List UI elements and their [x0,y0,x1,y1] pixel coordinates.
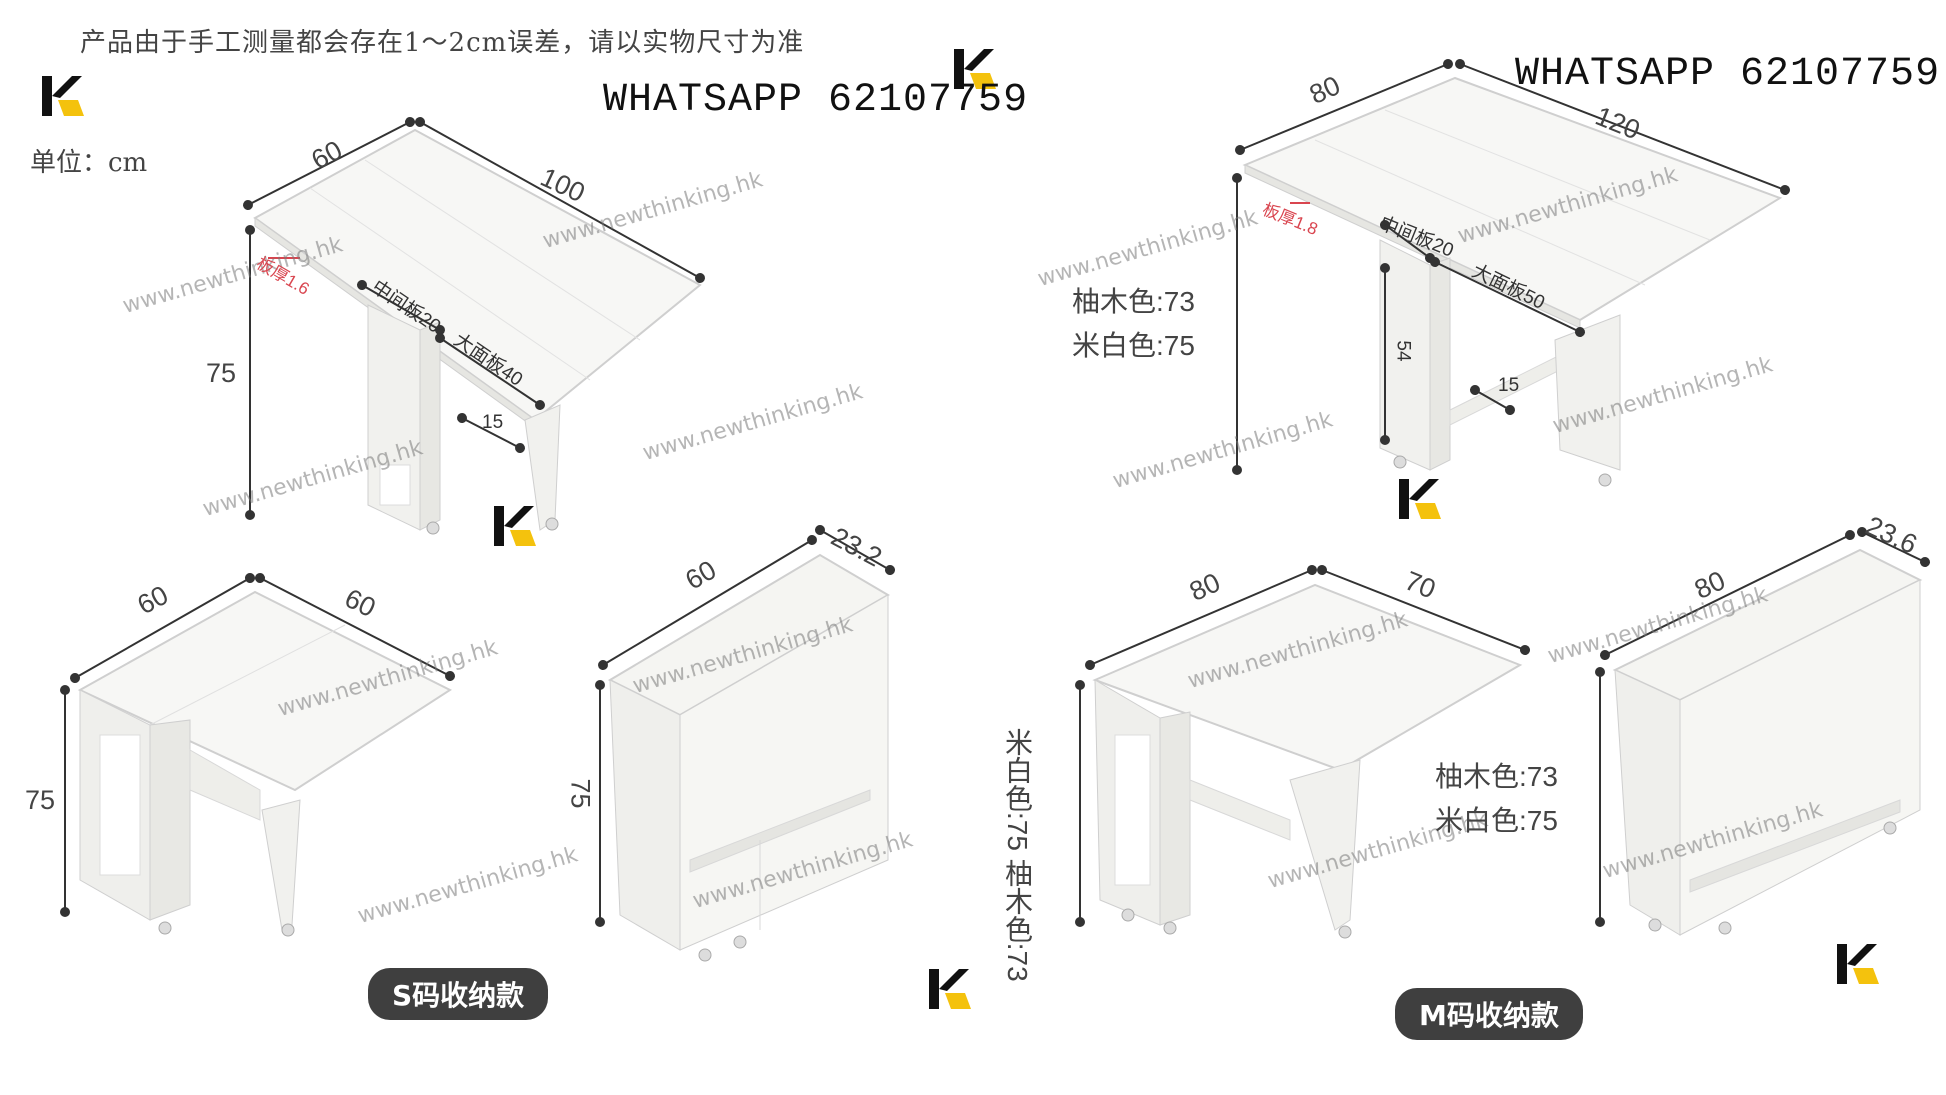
m-half-dimension-lines [1075,565,1530,927]
k-brand-logo-icon [42,76,84,116]
s-half-dimension-lines [60,573,455,917]
m-top-cabinet-height: 54 [1392,340,1414,362]
m-folded-height-teak: 柚木色:73 [1435,761,1558,792]
m-half-height-colors: 米白色:75 柚木色:73 [1000,728,1034,982]
m-top-height-colors: 柚木色:73 米白色:75 [1072,280,1195,368]
m-folded-table [1612,548,1923,936]
k-brand-logo-icon [494,506,536,546]
m-folded-height-white: 米白色:75 [1435,805,1558,836]
unit-label: 单位：cm [30,148,148,178]
m-size-badge: M码收纳款 [1395,988,1583,1040]
k-brand-logo-icon [954,49,996,89]
whatsapp-contact: WHATSAPP 62107759 [603,78,1029,123]
m-folded-dimension-lines [1595,527,1930,927]
m-expanded-dimension-lines [1232,59,1790,475]
s-expanded-dimension-lines [243,117,705,520]
s-folded-height: 75 [565,778,596,809]
s-half-height: 75 [25,785,56,815]
m-top-height-white: 米白色:75 [1072,330,1195,361]
measurement-note: 产品由于手工测量都会存在1～2cm误差，请以实物尺寸为准 [80,28,805,58]
s-top-leg-gap: 15 [482,412,504,433]
s-size-badge: S码收纳款 [368,968,549,1020]
k-brand-logo-icon [1399,479,1441,519]
s-top-height: 75 [206,358,237,388]
m-folded-height-colors: 柚木色:73 米白色:75 [1435,755,1558,843]
k-brand-logo-icon [929,969,971,1009]
m-top-height-teak: 柚木色:73 [1072,286,1195,317]
s-folded-dimension-lines [595,525,895,927]
k-brand-logo-icon [1837,944,1879,984]
m-top-leg-gap: 15 [1498,375,1520,396]
m-half-height-teak: 柚木色:73 [1002,858,1033,982]
whatsapp-contact: WHATSAPP 62107759 [1515,52,1941,97]
m-half-height-white: 米白色:75 [1002,728,1033,851]
